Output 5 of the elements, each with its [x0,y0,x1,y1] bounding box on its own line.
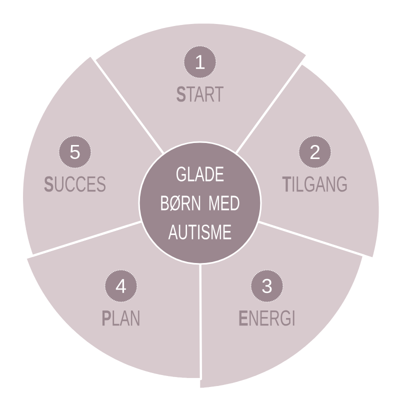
number-badge: 3 [250,270,284,302]
number-badge: 2 [298,136,332,168]
number-badge: 4 [104,270,138,302]
number-badge: 1 [184,46,216,78]
number-badge: 5 [58,136,92,168]
